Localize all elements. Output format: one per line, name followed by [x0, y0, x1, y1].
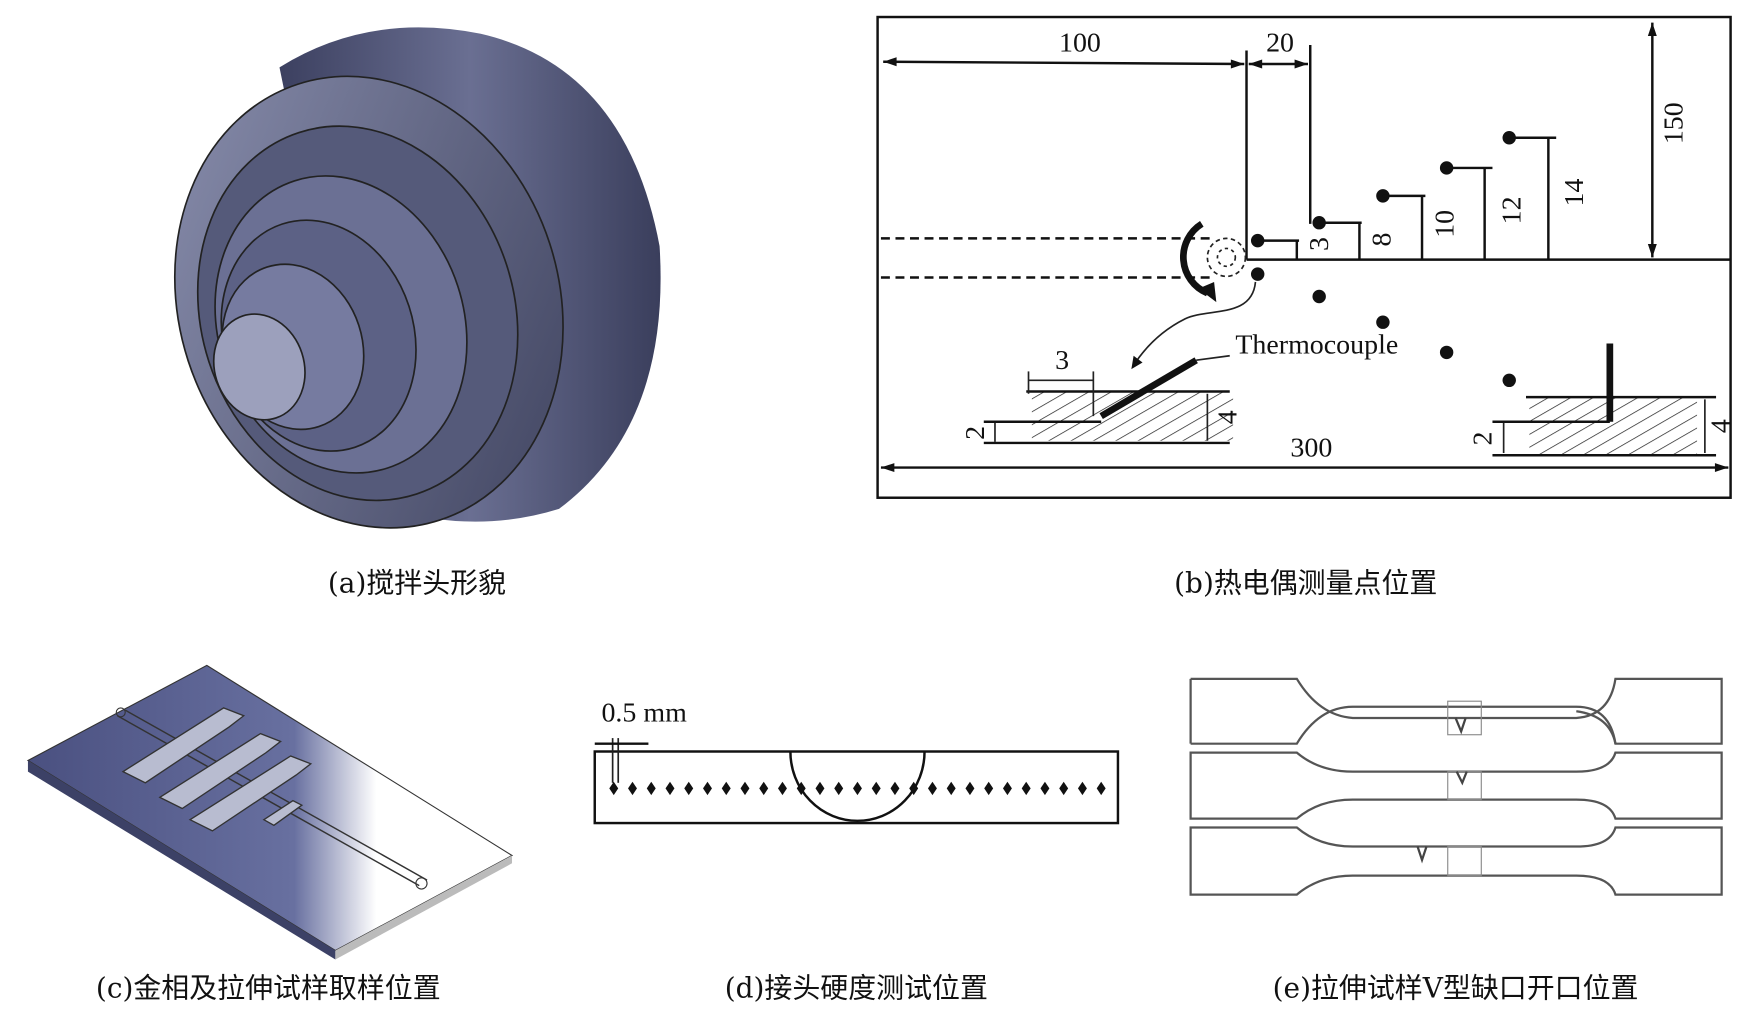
- hardness-indent: [871, 781, 881, 796]
- hardness-indent: [815, 781, 825, 796]
- pin-tip: [212, 313, 306, 421]
- hardness-indent: [778, 781, 787, 796]
- hardness-indent: [834, 781, 844, 796]
- dim-8: 8: [1367, 233, 1398, 247]
- hardness-indent: [1021, 781, 1031, 796]
- hardness-indent: [1002, 781, 1012, 796]
- spacing-label: 0.5 mm: [601, 697, 687, 728]
- panel-d-hardness-profile: [593, 738, 1120, 825]
- sec-left-dim-2: 2: [960, 426, 991, 440]
- hardness-indent: [1096, 781, 1106, 796]
- dim-12: 12: [1496, 196, 1527, 224]
- hardness-indent: [852, 781, 862, 796]
- dim-300: 300: [1290, 432, 1332, 463]
- hardness-indent: [946, 781, 956, 796]
- sec-left-dim-4: 4: [1212, 410, 1243, 424]
- section-left: [983, 357, 1234, 445]
- caption-b: (b)热电偶测量点位置: [1174, 567, 1437, 600]
- caption-a: (a)搅拌头形貌: [328, 567, 506, 600]
- section-right: [1492, 343, 1717, 457]
- hardness-indent: [984, 781, 994, 796]
- panel-b-thermocouple-layout: 100 20 150 3 8 10 12 14: [876, 15, 1736, 499]
- hardness-indents: [609, 781, 1106, 796]
- specimen-1: [1190, 677, 1723, 745]
- hardness-indent: [1077, 781, 1087, 796]
- hardness-indent: [1040, 781, 1050, 796]
- dim-10: 10: [1429, 210, 1460, 238]
- hardness-indent: [665, 781, 675, 796]
- specimen-2: [1189, 751, 1723, 820]
- thermocouple-label: Thermocouple: [1235, 330, 1398, 361]
- tool-position-icon: [1180, 220, 1247, 303]
- panel-e-tensile-specimens: [1189, 677, 1723, 896]
- dim-100: 100: [1059, 28, 1101, 59]
- hardness-indent: [796, 781, 806, 796]
- hardness-indent: [890, 781, 900, 796]
- rotation-arrow: [1180, 220, 1209, 297]
- points-lower: [1250, 267, 1516, 388]
- dim-14: 14: [1559, 179, 1590, 207]
- hardness-indent: [721, 781, 731, 796]
- hardness-indent: [609, 781, 619, 796]
- plate-outline: [876, 15, 1732, 499]
- sec-left-dim-3: 3: [1055, 345, 1069, 376]
- panel-a-friction-stir-tool: [173, 27, 661, 529]
- dim-100-arrow: [883, 60, 1245, 66]
- hardness-indent: [646, 781, 656, 796]
- hardness-indent: [927, 781, 937, 796]
- weld-nugget: [789, 751, 926, 823]
- hardness-indent: [740, 781, 750, 796]
- points-upper: [1250, 131, 1557, 260]
- sec-right-dim-4: 4: [1705, 419, 1736, 433]
- hardness-indent: [703, 781, 712, 796]
- caption-d: (d)接头硬度测试位置: [725, 971, 988, 1004]
- dim-150: 150: [1659, 102, 1690, 144]
- panel-c-sampling-plate: [26, 664, 514, 960]
- sec-right-dim-2: 2: [1467, 431, 1498, 445]
- caption-c: (c)金相及拉伸试样取样位置: [96, 971, 441, 1004]
- hardness-indent: [909, 781, 919, 796]
- hardness-indent: [684, 781, 694, 796]
- caption-e: (e)拉伸试样V型缺口开口位置: [1273, 971, 1639, 1004]
- hardness-indent: [759, 781, 769, 796]
- hardness-indent: [965, 781, 975, 796]
- dim-20: 20: [1266, 28, 1294, 59]
- specimen-3: [1189, 826, 1723, 896]
- hardness-indent: [1059, 781, 1069, 796]
- hardness-indent: [628, 781, 637, 796]
- leader-arrow: [1134, 281, 1257, 365]
- dim-3: 3: [1304, 237, 1335, 251]
